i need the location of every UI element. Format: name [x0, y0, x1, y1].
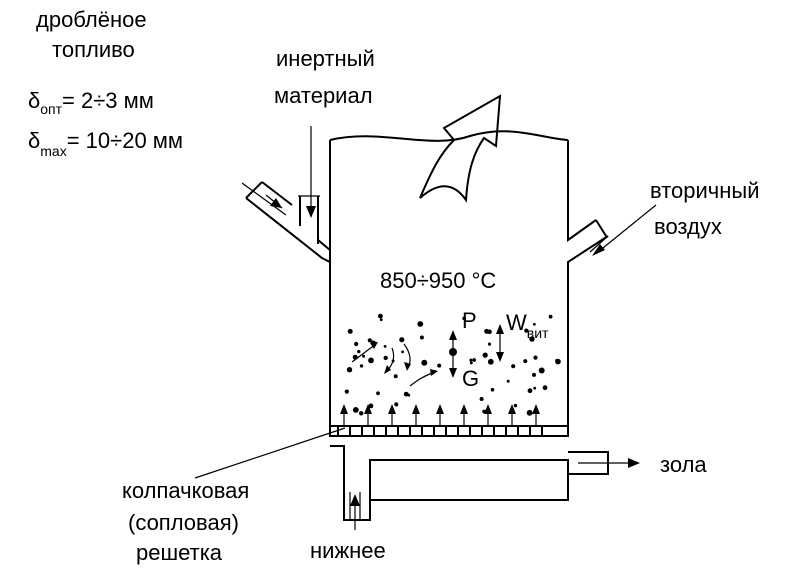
air-chamber: [330, 445, 640, 530]
grid-label-line1: колпачковая: [122, 478, 249, 503]
inert-label-line2: материал: [274, 83, 373, 108]
fuel-label-line2: топливо: [52, 37, 135, 62]
force-g-label: G: [462, 366, 479, 391]
delta-opt-label: δопт= 2÷3 мм: [28, 88, 154, 117]
force-p-label: P: [462, 308, 477, 333]
grid-leader-line: [194, 427, 346, 479]
inert-label-line1: инертный: [276, 46, 375, 71]
secondary-air-tube: [589, 204, 657, 256]
fuel-feed-tube: [241, 181, 287, 216]
grid-label-line2: (сопловая): [128, 510, 239, 535]
fuel-label-line1: дроблёное: [36, 7, 147, 32]
ash-label: зола: [660, 452, 707, 477]
bottom-air-label: нижнее: [310, 538, 386, 563]
force-arrows: [449, 324, 504, 378]
inert-material-tube: [298, 126, 320, 244]
circulation-arrows: [351, 342, 438, 387]
grid-label-line3: решетка: [136, 540, 223, 565]
delta-max-label: δmax= 10÷20 мм: [28, 128, 183, 159]
flue-gas-arrow-icon: [419, 94, 502, 203]
velocity-w-label: Wвит: [506, 310, 549, 341]
temperature-label: 850÷950 °C: [380, 268, 496, 293]
bubble-cap-grid: [330, 404, 568, 437]
bed-particles: [344, 313, 561, 416]
secondary-air-label-line2: воздух: [654, 214, 722, 239]
secondary-air-label-line1: вторичный: [650, 178, 760, 203]
